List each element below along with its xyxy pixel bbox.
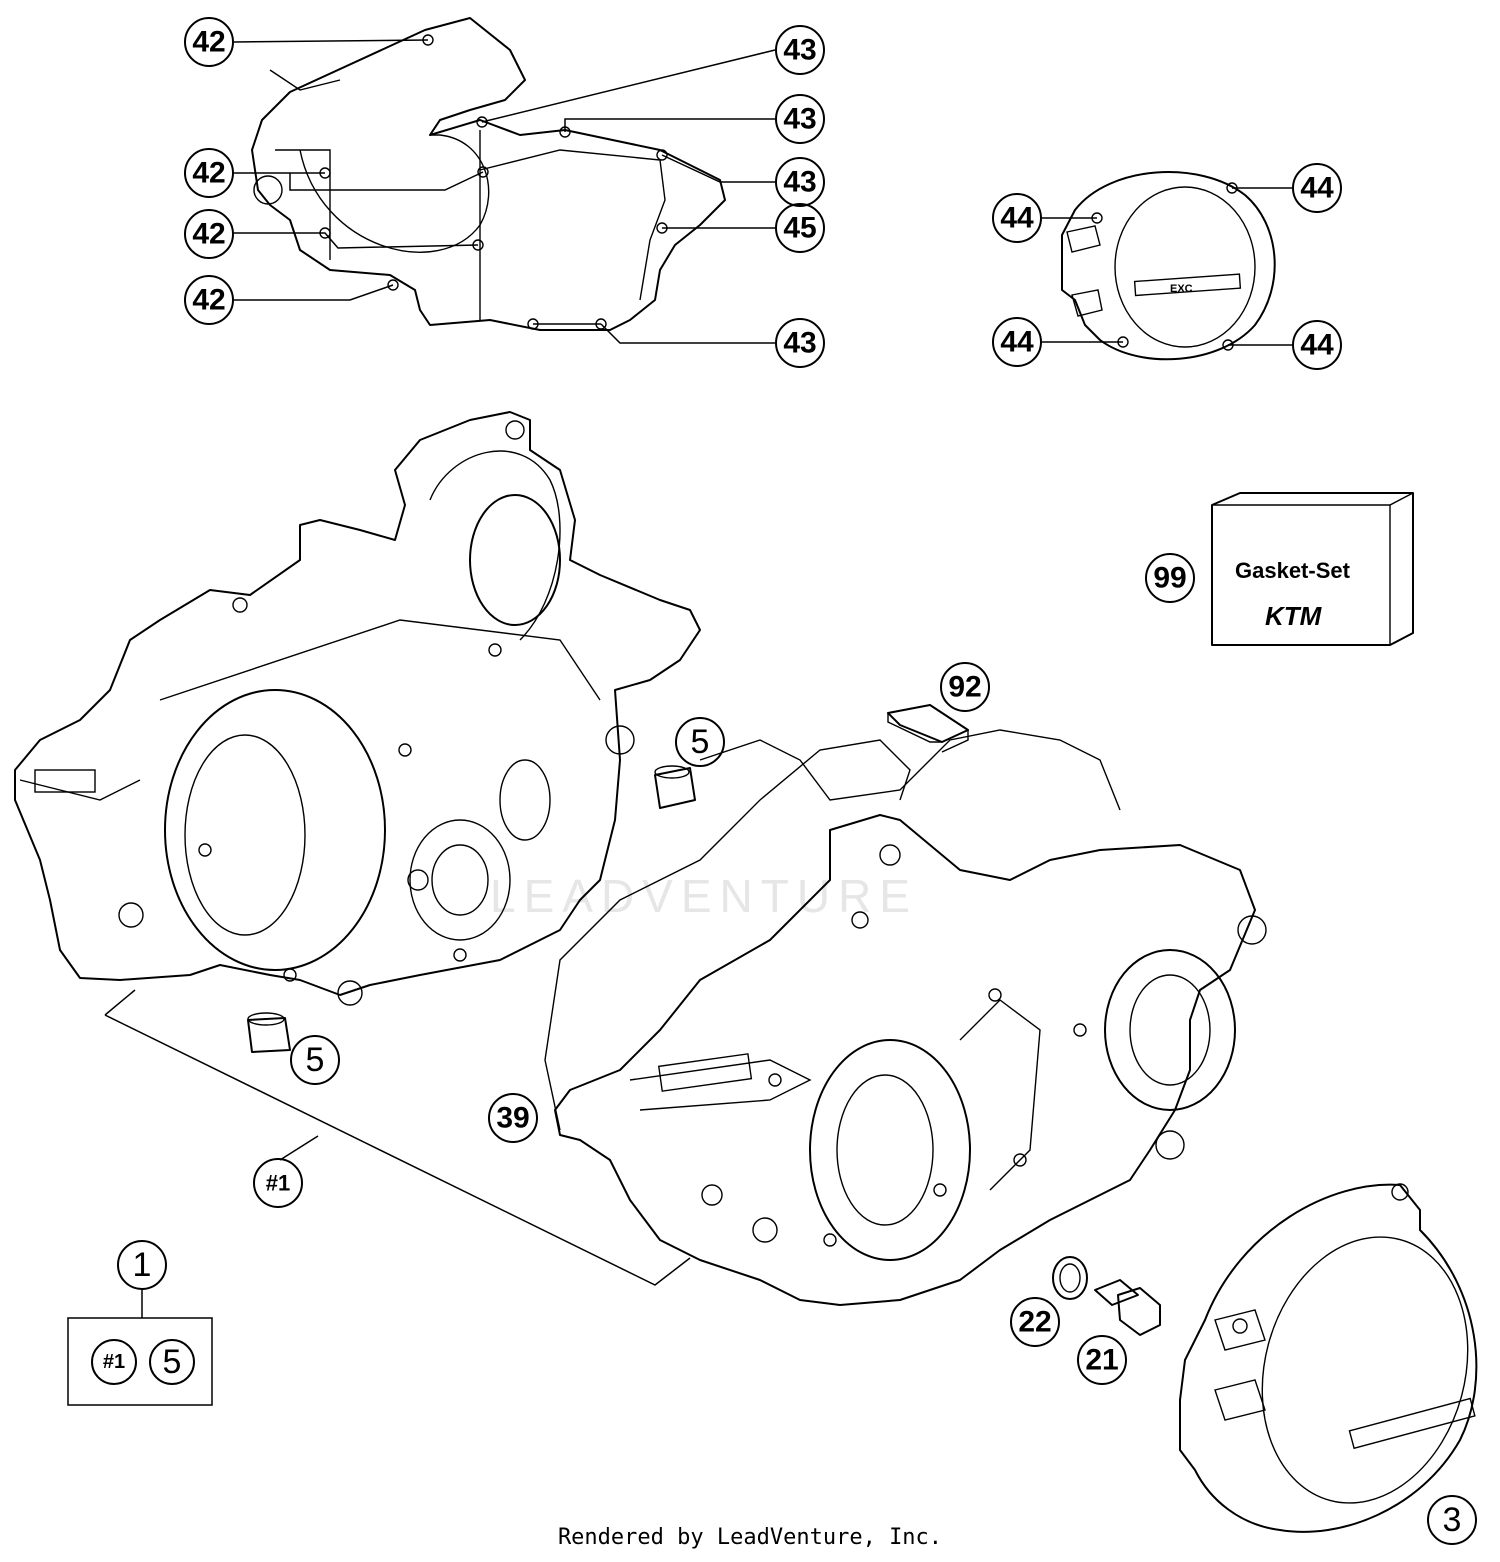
svg-text:42: 42 (192, 157, 225, 190)
callout-21[interactable]: 21 (1077, 1335, 1127, 1385)
svg-text:3: 3 (1443, 1501, 1462, 1539)
callout-42-b[interactable]: 42 (184, 148, 234, 198)
callout-box-hash-1[interactable]: #1 (91, 1339, 137, 1385)
svg-text:5: 5 (691, 723, 710, 761)
left-crankcase-half (14, 411, 701, 1006)
svg-text:1: 1 (133, 1246, 152, 1284)
svg-text:42: 42 (192, 284, 225, 317)
crankcase-gasket (251, 17, 726, 331)
part-92-plate (887, 704, 969, 753)
callout-92[interactable]: 92 (940, 662, 990, 712)
svg-text:43: 43 (783, 327, 816, 360)
ignition-cover-bottom (1179, 1183, 1478, 1533)
callout-44-c[interactable]: 44 (992, 317, 1042, 367)
svg-text:22: 22 (1018, 1306, 1051, 1339)
main-leaders (67, 989, 691, 1406)
svg-text:42: 42 (192, 218, 225, 251)
svg-text:5: 5 (306, 1041, 325, 1079)
right-crankcase-half (544, 729, 1267, 1306)
svg-text:99: 99 (1153, 562, 1186, 595)
footer-credit: Rendered by LeadVenture, Inc. (557, 1525, 943, 1550)
svg-text:44: 44 (1000, 326, 1034, 359)
callout-45[interactable]: 45 (775, 203, 825, 253)
dowel-pin-lower (247, 1012, 291, 1053)
callout-43-a[interactable]: 43 (775, 25, 825, 75)
dowel-pin-upper (654, 765, 696, 809)
svg-text:5: 5 (163, 1343, 182, 1381)
svg-text:#1: #1 (103, 1351, 125, 1373)
svg-text:43: 43 (783, 34, 816, 67)
gasket-set-label: Gasket-Set (1235, 558, 1351, 583)
sealing-ring-22 (1052, 1256, 1088, 1300)
svg-text:44: 44 (1300, 329, 1334, 362)
gasket-set-box: Gasket-Set KTM (1211, 492, 1414, 646)
svg-text:21: 21 (1085, 1344, 1118, 1377)
callout-42-c[interactable]: 42 (184, 209, 234, 259)
ignition-cover-top: EXC (1042, 171, 1292, 361)
callout-22[interactable]: 22 (1010, 1297, 1060, 1347)
gasket-leaders (233, 39, 776, 344)
svg-text:92: 92 (948, 671, 981, 704)
callout-3[interactable]: 3 (1427, 1495, 1477, 1545)
callout-42-d[interactable]: 42 (184, 275, 234, 325)
svg-text:39: 39 (496, 1102, 529, 1135)
ktm-logo: KTM (1265, 601, 1323, 631)
callout-43-d[interactable]: 43 (775, 318, 825, 368)
callout-1[interactable]: 1 (117, 1240, 167, 1290)
svg-text:42: 42 (192, 26, 225, 59)
callout-44-a[interactable]: 44 (992, 193, 1042, 243)
callout-5-upper[interactable]: 5 (675, 717, 725, 767)
callout-43-c[interactable]: 43 (775, 157, 825, 207)
svg-text:44: 44 (1000, 202, 1034, 235)
callout-box-5[interactable]: 5 (149, 1339, 195, 1385)
callout-44-b[interactable]: 44 (1292, 163, 1342, 213)
callout-5-lower[interactable]: 5 (290, 1035, 340, 1085)
callout-99[interactable]: 99 (1145, 553, 1195, 603)
callout-hash-1[interactable]: #1 (253, 1158, 303, 1208)
callout-42-a[interactable]: 42 (184, 17, 234, 67)
drain-plug-21 (1094, 1279, 1161, 1336)
svg-text:43: 43 (783, 103, 816, 136)
cover-logo-top: EXC (1170, 283, 1193, 295)
callout-43-b[interactable]: 43 (775, 94, 825, 144)
svg-text:45: 45 (783, 212, 816, 245)
callout-44-d[interactable]: 44 (1292, 320, 1342, 370)
callout-39[interactable]: 39 (488, 1093, 538, 1143)
watermark: LEADVENTURE (490, 870, 918, 922)
svg-text:44: 44 (1300, 172, 1334, 205)
svg-text:43: 43 (783, 166, 816, 199)
svg-text:#1: #1 (266, 1171, 290, 1196)
